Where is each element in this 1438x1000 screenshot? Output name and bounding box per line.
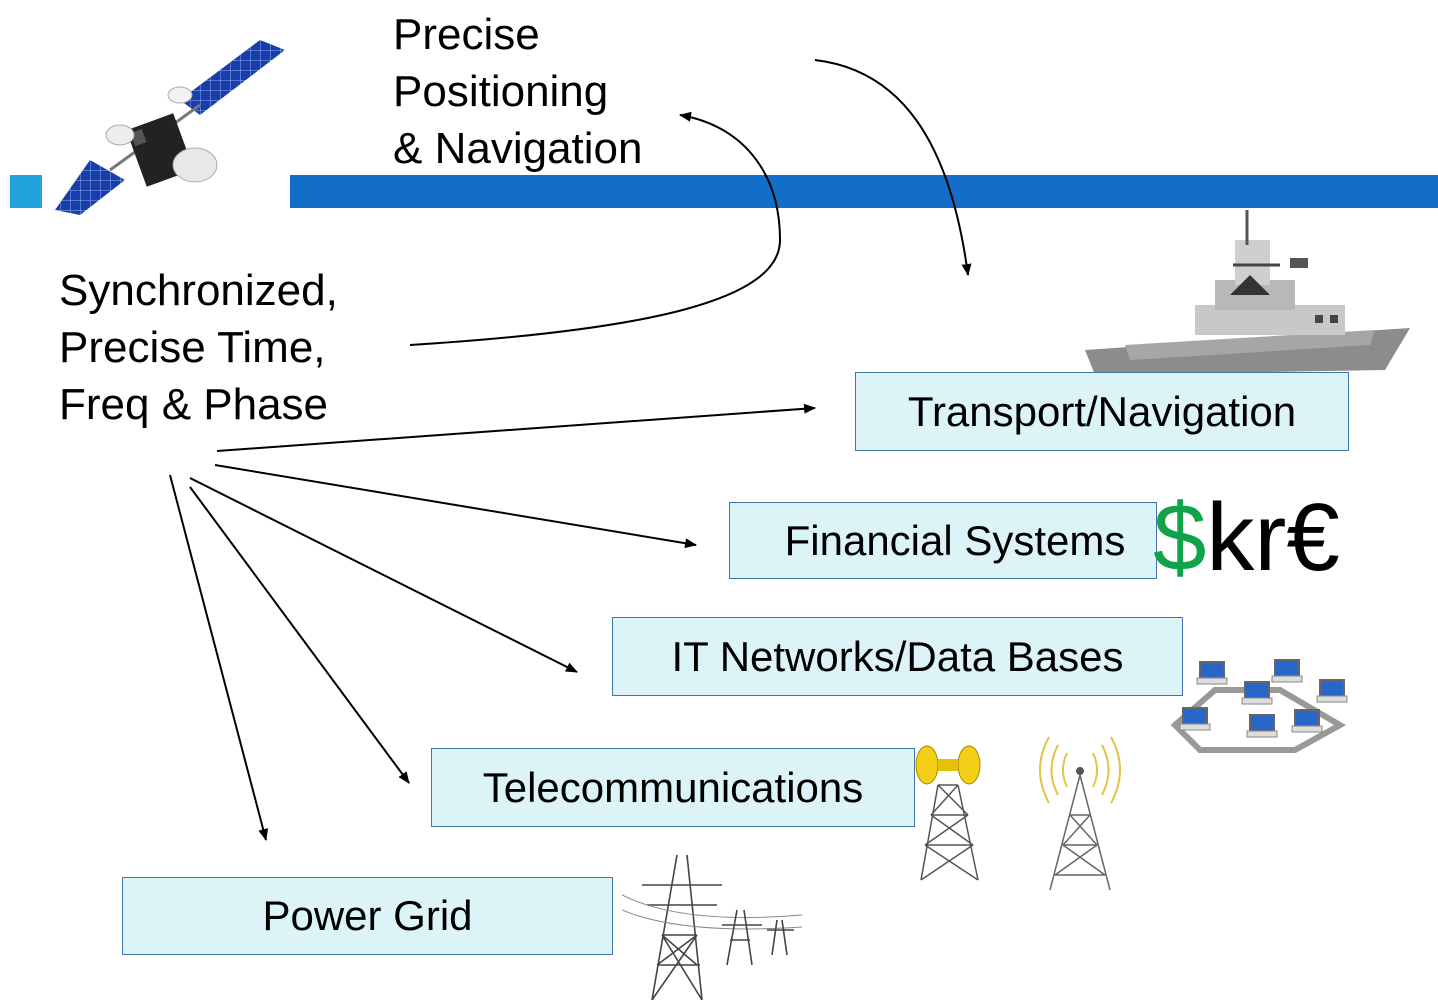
currency-symbols: $kr€	[1153, 490, 1340, 586]
ship-icon	[1085, 210, 1410, 375]
header-accent-square	[10, 175, 42, 208]
arrow-to-it-networks	[189, 477, 578, 673]
it-networks-label: IT Networks/Data Bases	[671, 632, 1124, 680]
financial-systems-label: Financial Systems	[784, 516, 1126, 564]
it-networks-box: IT Networks/Data Bases	[612, 617, 1183, 696]
transport-navigation-box: Transport/Navigation	[855, 372, 1349, 451]
financial-systems-box: Financial Systems	[729, 502, 1157, 579]
telecommunications-box: Telecommunications	[431, 748, 915, 827]
header-bar	[290, 175, 1438, 208]
arrow-to-power-grid	[169, 474, 269, 841]
telecommunications-label: Telecommunications	[482, 763, 864, 811]
positioning-line-1: Precise	[393, 10, 540, 59]
krona-icon: kr	[1206, 484, 1287, 591]
euro-icon: €	[1286, 484, 1340, 591]
arrow-to-telecom	[189, 486, 410, 784]
source-line-3: Freq & Phase	[59, 380, 329, 429]
radio-tower-icon	[1039, 736, 1121, 891]
power-pylon-icon	[622, 855, 802, 1000]
source-line-1: Synchronized,	[59, 266, 338, 315]
source-line-2: Precise Time,	[59, 323, 326, 372]
network-icon	[1170, 659, 1348, 753]
source-text: Synchronized, Precise Time, Freq & Phase	[59, 262, 338, 433]
transport-navigation-label: Transport/Navigation	[907, 387, 1297, 435]
dollar-icon: $	[1153, 484, 1207, 591]
power-grid-label: Power Grid	[262, 892, 473, 939]
positioning-line-3: & Navigation	[393, 124, 643, 173]
satellite-icon	[55, 40, 285, 215]
antenna-tower-icon	[915, 745, 981, 881]
arrow-to-ship	[814, 59, 972, 276]
arrow-to-financial	[214, 464, 697, 549]
positioning-text: Precise Positioning & Navigation	[393, 6, 642, 177]
positioning-line-2: Positioning	[393, 67, 609, 116]
power-grid-box: Power Grid	[122, 877, 613, 955]
